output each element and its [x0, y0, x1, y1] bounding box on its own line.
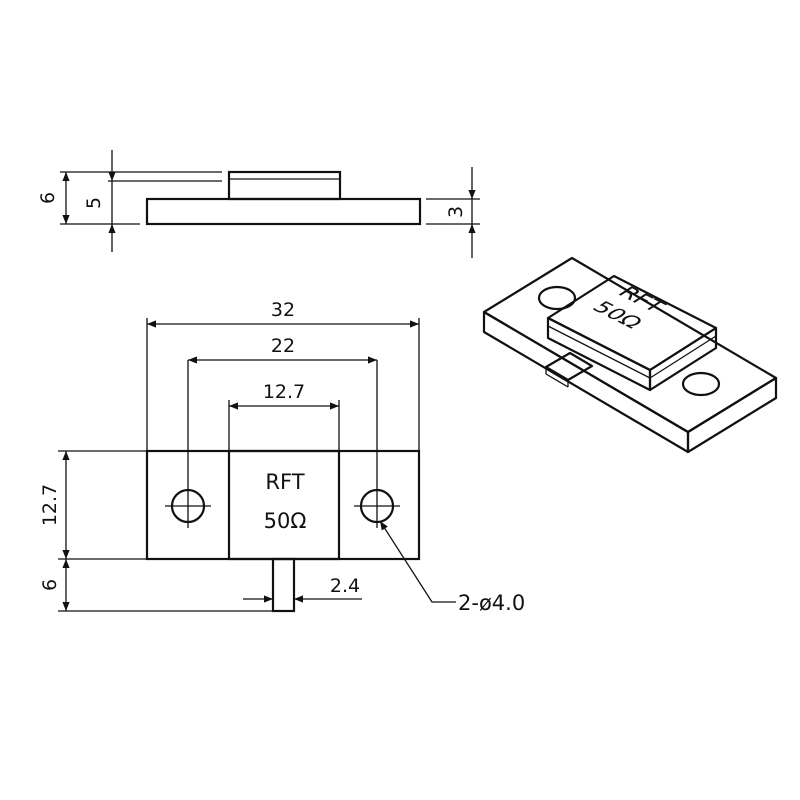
iso-body-right [648, 326, 718, 392]
top-body-label-2: 50Ω [264, 509, 307, 533]
iso-flange-front [482, 310, 690, 454]
dim-body-height-text: 5 [83, 197, 105, 209]
dim-width-text: 32 [271, 299, 295, 321]
iso-body-lid-right [649, 335, 717, 379]
isometric-view: RFT 50Ω [482, 256, 778, 454]
top-tab [271, 557, 296, 613]
top-body-label-1: RFT [265, 470, 304, 494]
dim-flange-height-text: 3 [445, 206, 467, 218]
dim-tab-length-text: 6 [39, 579, 61, 591]
hole-leader [379, 520, 456, 603]
side-view: 6 5 3 [37, 150, 480, 258]
dim-tab-width-text: 2.4 [330, 575, 360, 597]
iso-tab [544, 351, 594, 382]
dim-body-width-text: 12.7 [263, 381, 305, 403]
iso-body-lid-front [547, 325, 651, 379]
top-body [227, 449, 341, 561]
side-flange [145, 197, 422, 226]
iso-hole-right [681, 371, 721, 397]
side-body [227, 170, 342, 201]
iso-flange-right [686, 376, 778, 454]
top-view: 32 22 12.7 12.7 6 2.4 2-ø4.0 RFT 50Ω [39, 299, 525, 615]
dim-hole-pitch-text: 22 [271, 335, 295, 357]
hole-callout-text: 2-ø4.0 [458, 591, 525, 615]
iso-label-group: RFT 50Ω [586, 284, 670, 332]
dim-height-text: 12.7 [39, 484, 61, 526]
iso-hole-left [537, 285, 577, 311]
dim-total-height-text: 6 [37, 192, 59, 204]
iso-tab-edge-3 [545, 373, 569, 388]
